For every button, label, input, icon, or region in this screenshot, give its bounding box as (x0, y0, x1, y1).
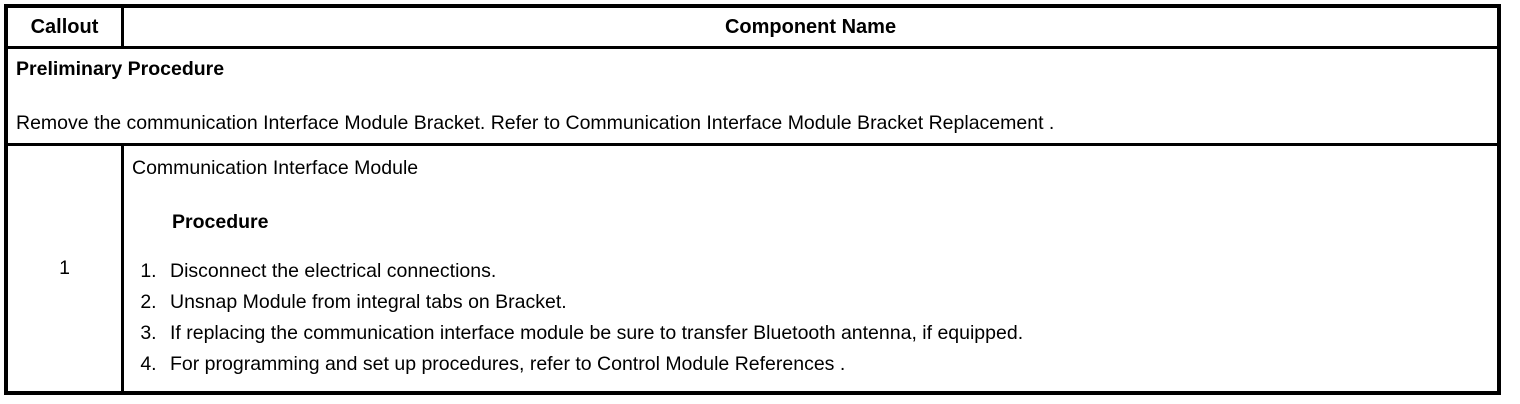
procedure-step: If replacing the communication interface… (162, 318, 1487, 349)
component-callout-table: Callout Component Name Preliminary Proce… (4, 4, 1501, 395)
procedure-heading: Procedure (172, 211, 269, 233)
preliminary-procedure-text: Remove the communication Interface Modul… (16, 112, 1055, 134)
preliminary-procedure-title: Preliminary Procedure (16, 58, 225, 80)
table-row: 1 Communication Interface Module Procedu… (8, 146, 1497, 391)
procedure-step: Disconnect the electrical connections. (162, 256, 1487, 287)
callout-column-header: Callout (8, 8, 124, 46)
procedure-step-list: Disconnect the electrical connections. U… (132, 256, 1487, 380)
component-name-text: Communication Interface Module (132, 157, 419, 179)
callout-number-cell: 1 (8, 146, 124, 391)
procedure-step: Unsnap Module from integral tabs on Brac… (162, 287, 1487, 318)
component-name-column-header: Component Name (724, 15, 897, 38)
component-detail-cell: Communication Interface Module Procedure… (124, 146, 1497, 391)
procedure-step: For programming and set up procedures, r… (162, 349, 1487, 380)
preliminary-procedure-row: Preliminary Procedure Remove the communi… (8, 49, 1497, 146)
table-header-row: Callout Component Name (8, 8, 1497, 49)
